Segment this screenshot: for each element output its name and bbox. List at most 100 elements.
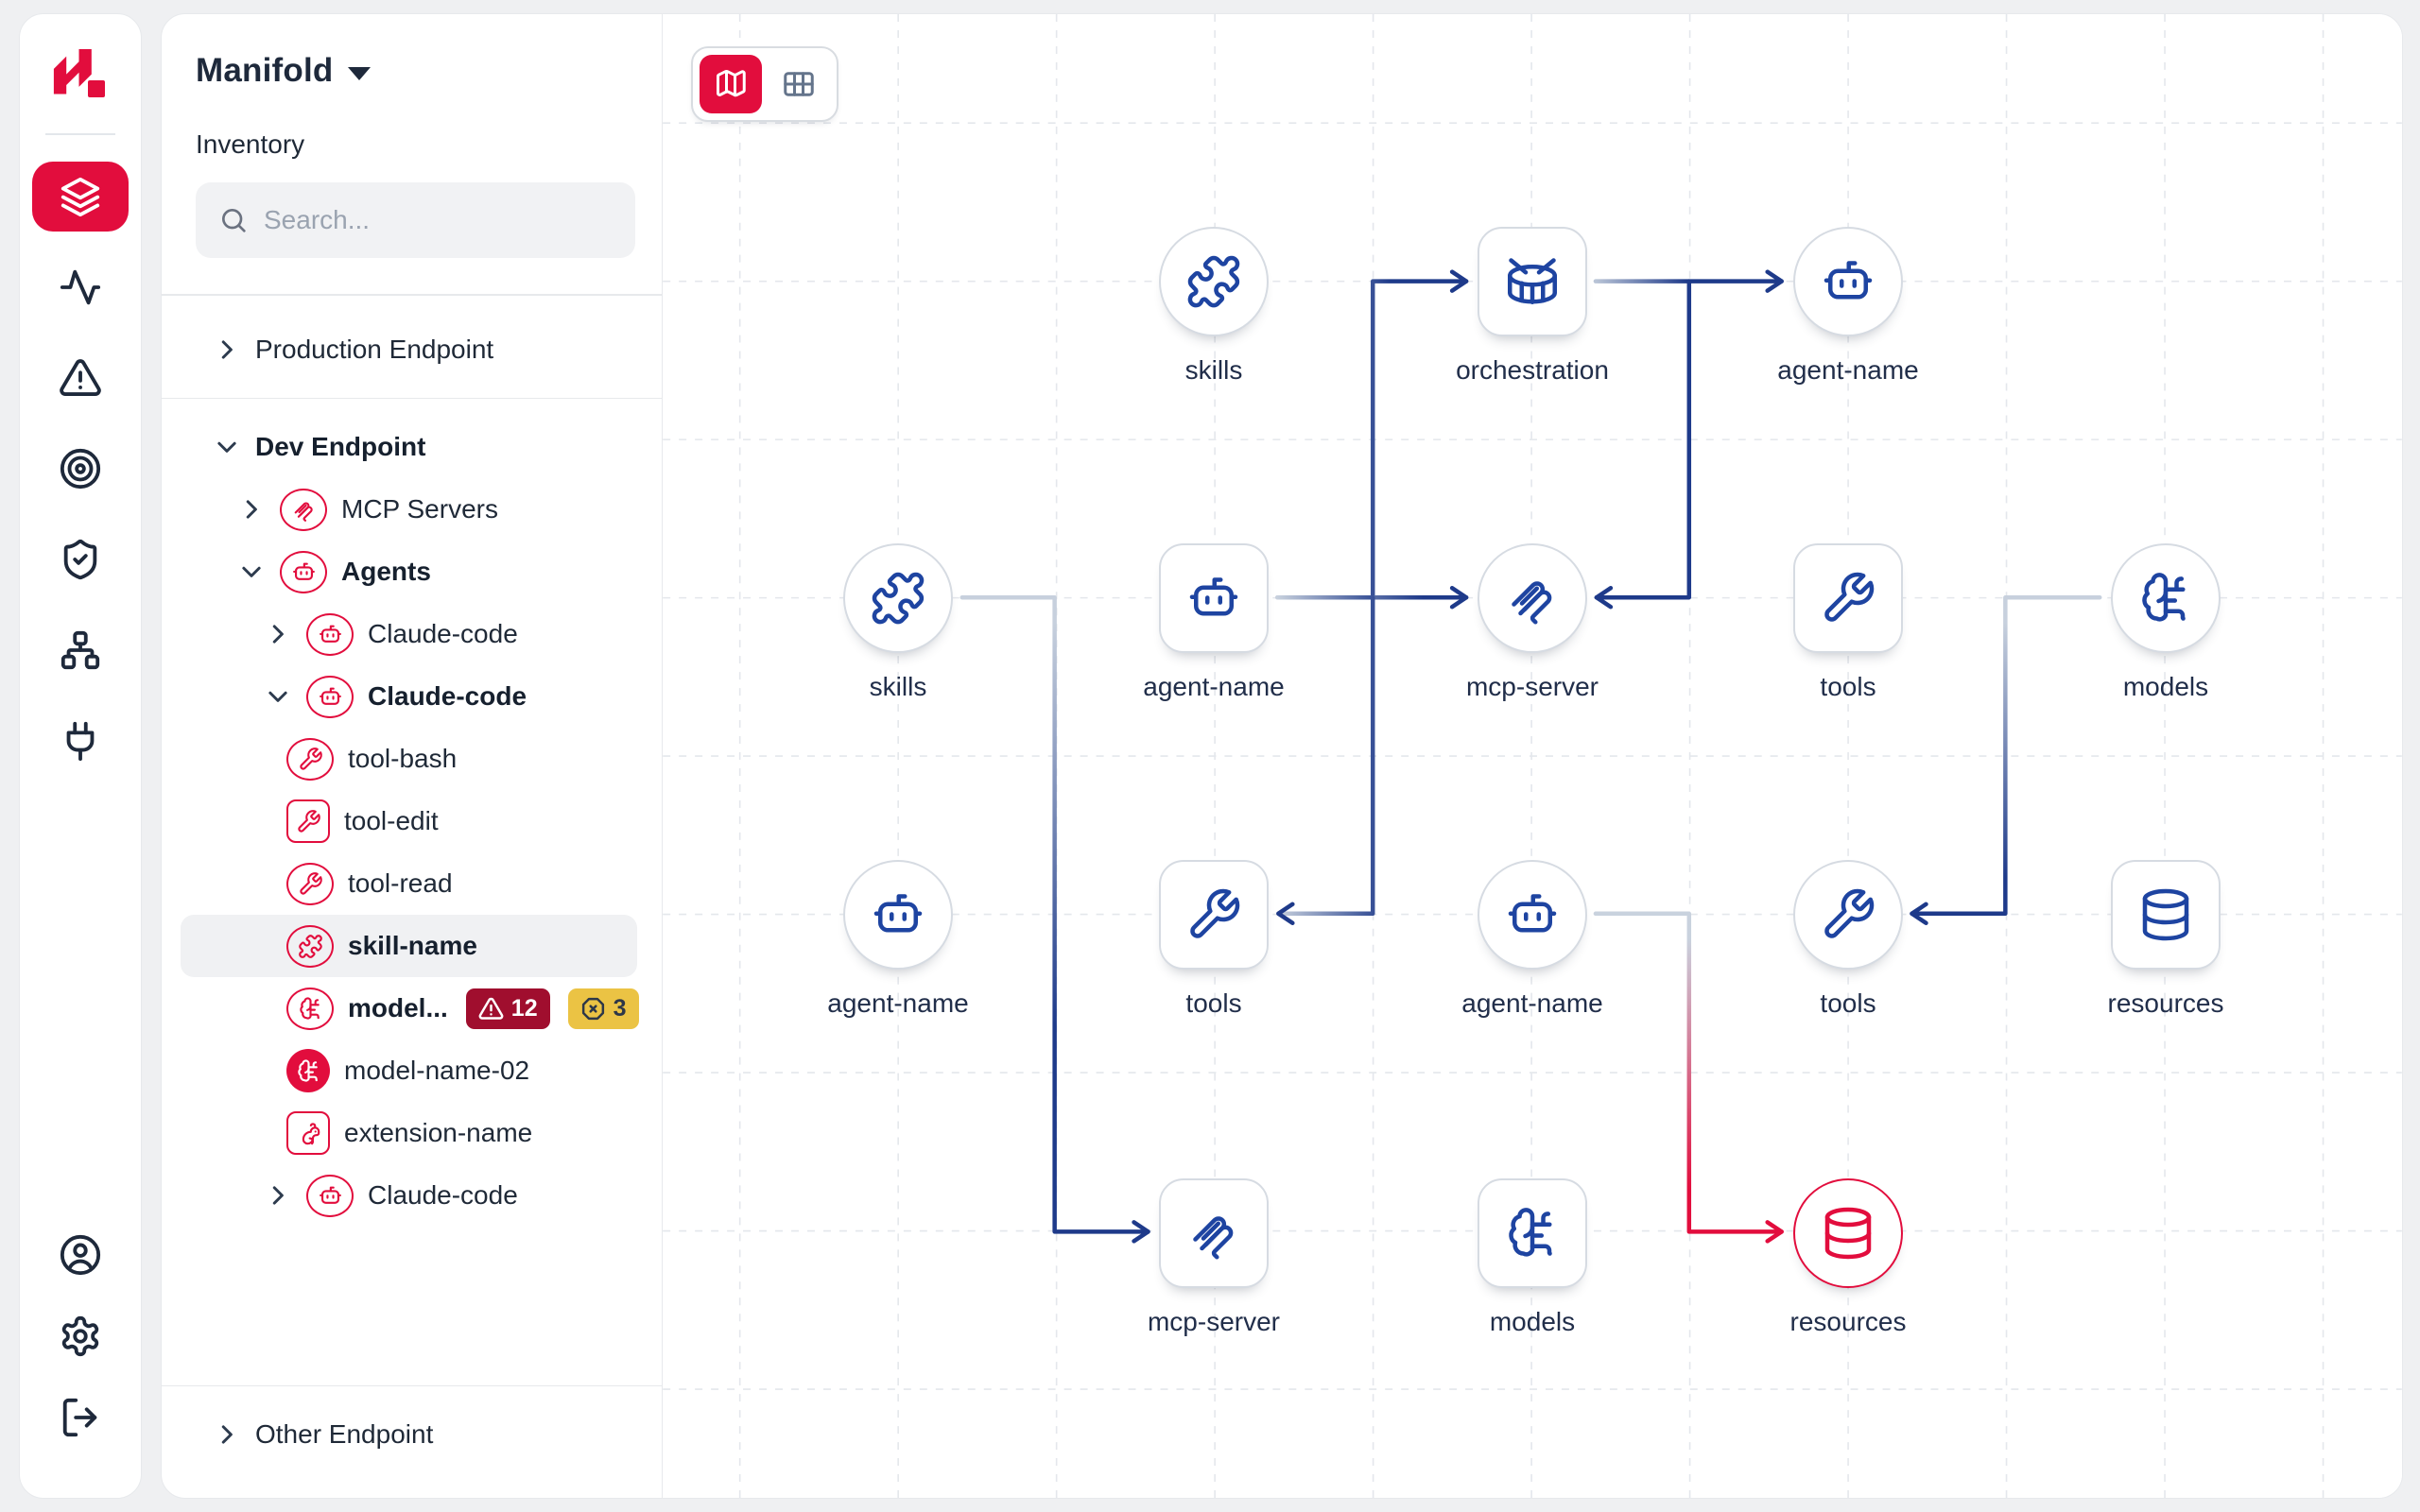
- tree-item-skill-name[interactable]: skill-name: [181, 915, 637, 977]
- node-tools-r3b[interactable]: [1793, 860, 1903, 970]
- bot-icon: [1504, 886, 1561, 943]
- tree-item-label: model-name-02: [344, 1056, 530, 1085]
- tree-item-agents[interactable]: Agents: [181, 541, 637, 603]
- tree-item-label: tool-edit: [344, 806, 439, 835]
- search-icon: [222, 209, 246, 232]
- tree-item-label: skill-name: [348, 931, 477, 960]
- arrowhead-icon: [1276, 902, 1295, 926]
- node-label-resources-r3: resources: [2107, 988, 2224, 1018]
- node-orchestration[interactable]: [1478, 227, 1587, 336]
- node-skills-2[interactable]: [843, 543, 953, 653]
- tree-item-mcp-servers[interactable]: MCP Servers: [181, 478, 637, 541]
- tree-item-label: Claude-code: [368, 681, 527, 711]
- chevron-right-icon[interactable]: [213, 1420, 241, 1449]
- node-agent-top[interactable]: [1793, 227, 1903, 336]
- user-circle-icon: [59, 1233, 102, 1277]
- wrench-icon: [1820, 886, 1876, 943]
- rail-top-group: [32, 162, 129, 797]
- map-icon: [714, 67, 748, 101]
- chevron-right-icon[interactable]: [264, 1181, 292, 1210]
- node-tools-mid[interactable]: [1793, 543, 1903, 653]
- tree-divider: [162, 397, 662, 399]
- alert-triangle-icon: [478, 996, 504, 1022]
- node-agent-r3b[interactable]: [1478, 860, 1587, 970]
- tree-item-tool-read[interactable]: tool-read: [181, 852, 637, 915]
- rail-connections-button[interactable]: [32, 706, 129, 776]
- view-toggle: [691, 46, 838, 122]
- octagon-x-icon: [580, 996, 606, 1022]
- workspace-switcher[interactable]: Manifold: [196, 52, 635, 90]
- rail-settings-button[interactable]: [32, 1301, 129, 1371]
- node-models-mid[interactable]: [2111, 543, 2221, 653]
- page-title: Manifold: [196, 52, 334, 89]
- chevron-right-icon[interactable]: [237, 495, 266, 524]
- tree-item-claude-code[interactable]: Claude-code: [181, 603, 637, 665]
- rail-alerts-button[interactable]: [32, 343, 129, 413]
- rail-targets-button[interactable]: [32, 434, 129, 504]
- sidebar-header: Manifold Inventory: [162, 14, 662, 294]
- tree-item-production-endpoint[interactable]: Production Endpoint: [181, 318, 637, 381]
- node-label-models-mid: models: [2122, 672, 2209, 701]
- edge-agent-r3b-to-resources-bottom: [1593, 911, 1784, 1234]
- node-label-skills-1: skills: [1184, 355, 1243, 385]
- tree-item-extension-name[interactable]: extension-name: [181, 1102, 637, 1164]
- node-resources-bottom[interactable]: [1793, 1178, 1903, 1288]
- chevron-down-icon[interactable]: [264, 682, 292, 711]
- tree-item-claude-code[interactable]: Claude-code: [181, 1164, 637, 1227]
- chevron-down-icon[interactable]: [213, 433, 241, 461]
- database-icon: [1820, 1205, 1876, 1262]
- search-box[interactable]: [196, 182, 635, 258]
- rail-account-button[interactable]: [32, 1220, 129, 1290]
- database-icon: [2137, 886, 2194, 943]
- rail-divider: [45, 133, 115, 135]
- log-out-icon: [59, 1396, 102, 1439]
- chevron-right-icon[interactable]: [213, 335, 241, 364]
- activity-icon: [59, 266, 102, 309]
- node-resources-r3[interactable]: [2111, 860, 2221, 970]
- search-input[interactable]: [264, 205, 613, 235]
- tree-item-label: Production Endpoint: [255, 334, 494, 364]
- table-icon: [782, 67, 816, 101]
- tree-divider: [162, 1384, 662, 1386]
- node-mcp-bottom[interactable]: [1159, 1178, 1269, 1288]
- tree-item-dev-endpoint[interactable]: Dev Endpoint: [181, 416, 637, 478]
- arrowhead-icon: [1594, 585, 1614, 610]
- wrench-icon: [1185, 886, 1242, 943]
- tree-item-label: tool-read: [348, 868, 453, 898]
- brain-icon: [1504, 1205, 1561, 1262]
- wrench-icon: [286, 799, 330, 843]
- bot-icon: [1185, 570, 1242, 627]
- node-skills-1[interactable]: [1159, 227, 1269, 336]
- rail-topology-button[interactable]: [32, 615, 129, 685]
- tree-item-label: Other Endpoint: [255, 1419, 434, 1449]
- toggle-table-view-button[interactable]: [768, 55, 830, 113]
- rail-inventory-button[interactable]: [32, 162, 129, 232]
- tree-item-label: Dev Endpoint: [255, 432, 426, 461]
- tree-item-model-name-02[interactable]: model-name-02: [181, 1040, 637, 1102]
- tree-item-other-endpoint[interactable]: Other Endpoint: [181, 1403, 637, 1466]
- puzzle-icon: [870, 570, 926, 627]
- mcp-icon: [1185, 1205, 1242, 1262]
- tree-item-tool-edit[interactable]: tool-edit: [181, 790, 637, 852]
- node-label-tools-mid: tools: [1820, 672, 1876, 701]
- rail-activity-button[interactable]: [32, 252, 129, 322]
- chevron-down-icon[interactable]: [237, 558, 266, 586]
- node-tools-r3a[interactable]: [1159, 860, 1269, 970]
- tree-item-label: MCP Servers: [341, 494, 498, 524]
- rail-security-button[interactable]: [32, 524, 129, 594]
- tree-item-tool-bash[interactable]: tool-bash: [181, 728, 637, 790]
- chevron-right-icon[interactable]: [264, 620, 292, 648]
- node-mcp-mid[interactable]: [1478, 543, 1587, 653]
- node-models-bottom[interactable]: [1478, 1178, 1587, 1288]
- arrowhead-icon: [1449, 585, 1469, 610]
- bot-icon: [1820, 253, 1876, 310]
- tree-item-claude-code[interactable]: Claude-code: [181, 665, 637, 728]
- node-agent-mid[interactable]: [1159, 543, 1269, 653]
- node-agent-r3a[interactable]: [843, 860, 953, 970]
- rail-logout-button[interactable]: [32, 1383, 129, 1452]
- toggle-map-view-button[interactable]: [700, 55, 762, 113]
